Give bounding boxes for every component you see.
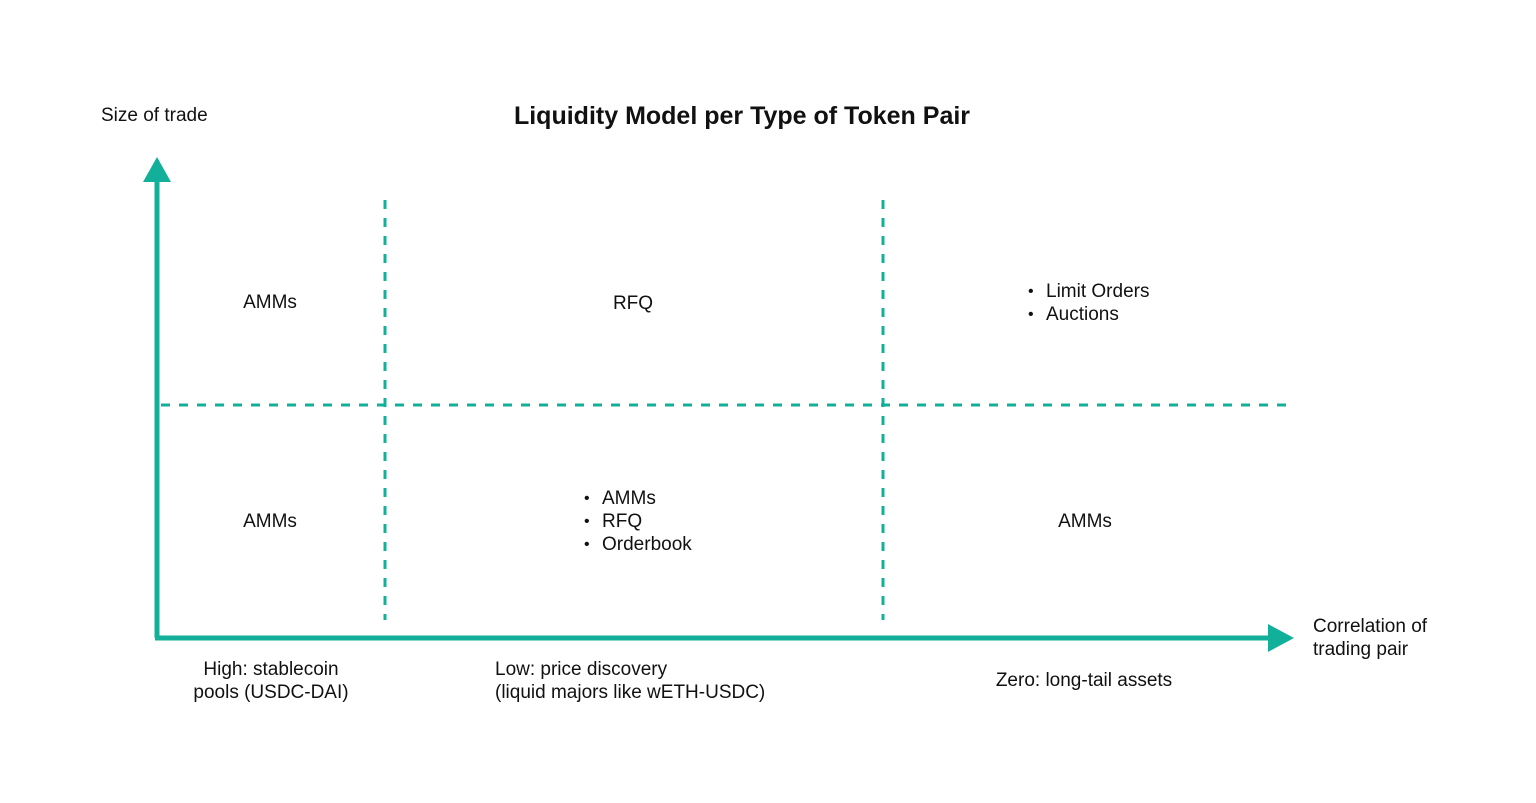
cell-top-high: AMMs: [243, 292, 297, 313]
column-label-high-line: pools (USDC-DAI): [193, 682, 349, 703]
cell-bottom-high: AMMs: [243, 511, 297, 532]
y-axis-label: Size of trade: [101, 105, 208, 126]
cell-bottom-zero: AMMs: [1058, 511, 1112, 532]
cell-top-zero: Limit Orders Auctions: [1028, 280, 1149, 326]
y-axis-arrowhead: [143, 157, 171, 182]
diagram-title: Liquidity Model per Type of Token Pair: [513, 102, 971, 130]
column-label-high: High: stablecoin pools (USDC-DAI): [193, 658, 348, 704]
cell-bottom-low-item: AMMs: [584, 487, 692, 510]
x-axis-arrowhead: [1268, 624, 1294, 652]
x-axis-label: Correlation of trading pair: [1313, 615, 1427, 661]
cell-bottom-low: AMMs RFQ Orderbook: [584, 487, 692, 556]
column-label-low-line: (liquid majors like wETH-USDC): [495, 682, 766, 703]
column-label-zero: Zero: long-tail assets: [995, 670, 1173, 691]
cell-bottom-low-item: RFQ: [584, 510, 692, 533]
cell-top-zero-item: Limit Orders: [1028, 280, 1149, 303]
cell-top-zero-item: Auctions: [1028, 303, 1149, 326]
column-label-low: Low: price discovery (liquid majors like…: [495, 658, 765, 704]
x-axis-label-line-2: trading pair: [1313, 639, 1409, 660]
cell-bottom-low-item: Orderbook: [584, 533, 692, 556]
column-label-high-line: High: stablecoin: [203, 659, 339, 680]
column-label-low-line: Low: price discovery: [495, 659, 668, 680]
x-axis-label-line-1: Correlation of: [1313, 616, 1428, 637]
cell-top-low: RFQ: [612, 293, 654, 314]
